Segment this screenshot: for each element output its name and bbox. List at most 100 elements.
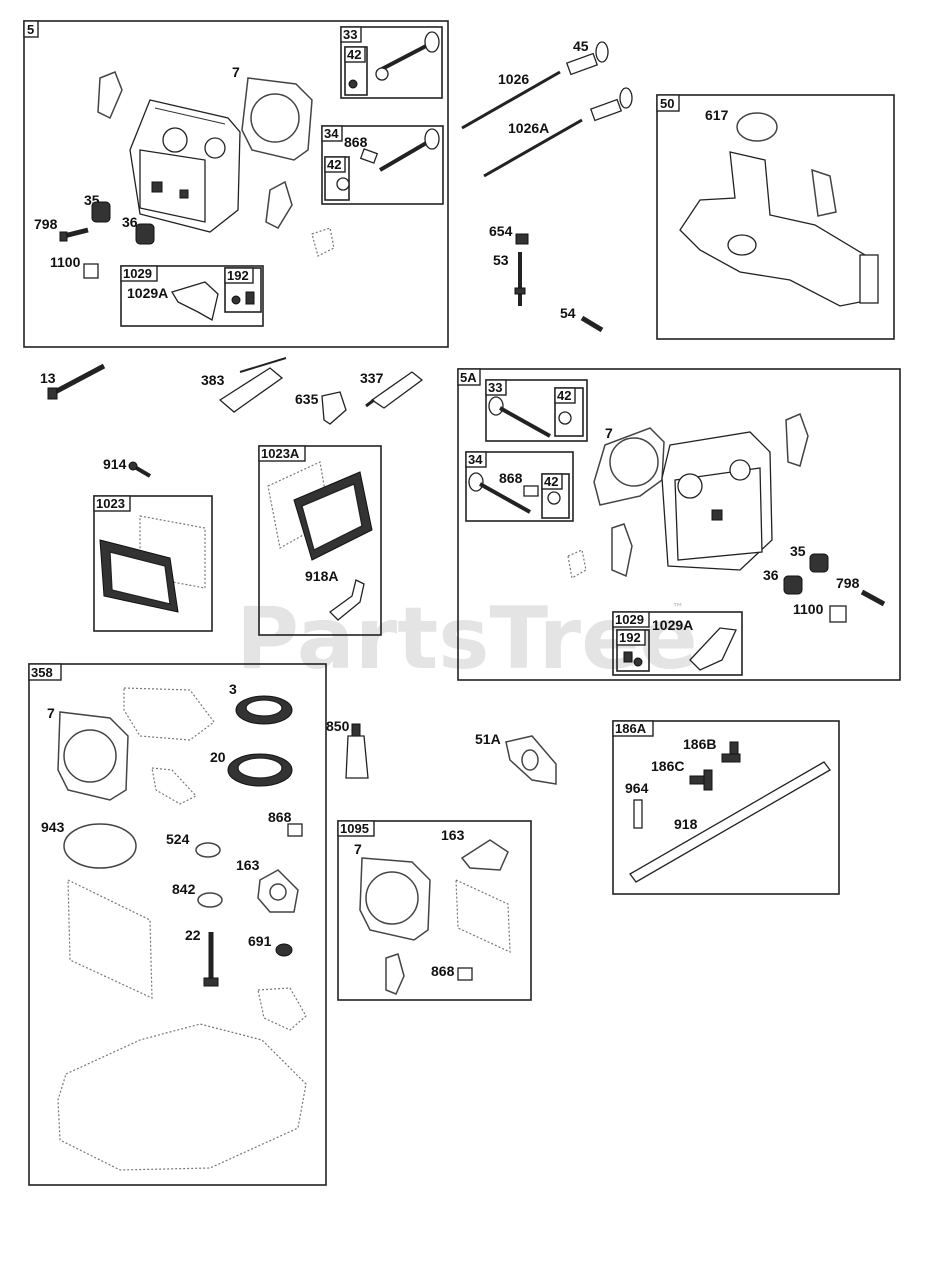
intake-manifold-part bbox=[679, 151, 879, 307]
box-358-tag: 358 bbox=[31, 665, 53, 680]
label-186B: 186B bbox=[683, 736, 716, 752]
elbow-fitting-part bbox=[721, 741, 741, 763]
sealant-tube-part bbox=[345, 723, 369, 779]
crankcase-gasket-part bbox=[57, 1023, 307, 1171]
valve-spring-part bbox=[91, 201, 111, 223]
valve-cover-part bbox=[99, 539, 179, 613]
box-5: 5 33 42 34 868 42 bbox=[23, 20, 449, 348]
box-1095-tag: 1095 bbox=[340, 821, 369, 836]
box-186A: 186A 186B 186C 964 918 bbox=[612, 720, 840, 895]
label-3: 3 bbox=[229, 681, 237, 697]
box-1023: 1023 bbox=[93, 495, 213, 632]
dowel-part bbox=[287, 823, 303, 837]
bolt-part bbox=[580, 315, 604, 333]
box-358: 358 3 7 20 943 868 524 163 842 2 bbox=[28, 663, 327, 1186]
gasket-part bbox=[257, 987, 307, 1031]
gasket-part bbox=[460, 839, 509, 871]
oring-part bbox=[63, 823, 137, 869]
box-50: 50 617 bbox=[656, 94, 895, 340]
clip-part bbox=[83, 263, 99, 279]
box-5-tag: 5 bbox=[27, 22, 34, 37]
label-13: 13 bbox=[40, 370, 56, 386]
box-1029-tag: 1029 bbox=[615, 612, 644, 627]
exhaust-gasket-part bbox=[265, 180, 293, 229]
label-163: 163 bbox=[441, 827, 465, 843]
pushrod-part bbox=[483, 118, 583, 178]
label-20: 20 bbox=[210, 749, 226, 765]
oring-part bbox=[195, 842, 221, 858]
valve-spring-part bbox=[135, 223, 155, 245]
plug-part bbox=[633, 799, 643, 829]
label-868: 868 bbox=[344, 134, 368, 150]
bracket-part bbox=[218, 357, 287, 413]
head-gasket-part bbox=[241, 77, 313, 161]
cylinder-head-part bbox=[129, 99, 241, 233]
label-943: 943 bbox=[41, 819, 65, 835]
box-1023A-tag: 1023A bbox=[261, 446, 300, 461]
gasket-part bbox=[785, 412, 809, 467]
label-51A: 51A bbox=[475, 731, 501, 747]
box-33-tag: 33 bbox=[343, 27, 357, 42]
label-850: 850 bbox=[326, 718, 350, 734]
gasket-part bbox=[611, 523, 633, 578]
watermark-tm: ™ bbox=[672, 601, 684, 615]
seal-part bbox=[275, 943, 293, 957]
bolt-part bbox=[860, 589, 886, 607]
elbow-fitting-part bbox=[689, 769, 713, 791]
bolt-part bbox=[203, 932, 219, 987]
label-918: 918 bbox=[674, 816, 698, 832]
box-42-tag: 42 bbox=[544, 474, 558, 489]
rocker-arm-part bbox=[623, 627, 737, 671]
valve-part bbox=[589, 87, 633, 122]
valve-part bbox=[488, 396, 572, 438]
label-36: 36 bbox=[122, 214, 138, 230]
label-36: 36 bbox=[763, 567, 779, 583]
pushrod-part bbox=[461, 70, 561, 130]
label-798: 798 bbox=[836, 575, 860, 591]
label-1026: 1026 bbox=[498, 71, 529, 87]
oil-seal-part bbox=[227, 753, 293, 787]
box-50-tag: 50 bbox=[660, 96, 674, 111]
gasket-part bbox=[505, 735, 557, 785]
head-gasket-part bbox=[593, 427, 665, 506]
clip-part bbox=[829, 605, 847, 623]
box-1029-tag: 1029 bbox=[123, 266, 152, 281]
label-383: 383 bbox=[201, 372, 225, 388]
label-842: 842 bbox=[172, 881, 196, 897]
valve-cover-part bbox=[293, 471, 373, 561]
label-163: 163 bbox=[236, 857, 260, 873]
intake-gasket-part bbox=[97, 71, 123, 120]
label-1029A: 1029A bbox=[652, 617, 693, 633]
label-635: 635 bbox=[295, 391, 319, 407]
head-gasket-part bbox=[57, 711, 129, 801]
label-1100: 1100 bbox=[793, 601, 824, 617]
valve-spring-part bbox=[809, 553, 829, 573]
label-54: 54 bbox=[560, 305, 576, 321]
gasket-part bbox=[67, 879, 153, 999]
label-7: 7 bbox=[605, 425, 613, 441]
gasket-part bbox=[811, 168, 837, 217]
valve-part bbox=[468, 472, 561, 514]
label-186C: 186C bbox=[651, 758, 684, 774]
label-964: 964 bbox=[625, 780, 649, 796]
gasket-part bbox=[151, 767, 197, 805]
label-7: 7 bbox=[232, 64, 240, 80]
valve-part bbox=[565, 41, 609, 76]
valve-part bbox=[336, 128, 440, 191]
seal-part bbox=[567, 549, 587, 579]
label-617: 617 bbox=[705, 107, 729, 123]
box-33-tag: 33 bbox=[488, 380, 502, 395]
box-186A-tag: 186A bbox=[615, 721, 647, 736]
oring-part bbox=[197, 892, 223, 908]
label-691: 691 bbox=[248, 933, 272, 949]
label-35: 35 bbox=[790, 543, 806, 559]
box-192-tag: 192 bbox=[227, 268, 249, 283]
box-1023A: 1023A 918A bbox=[258, 445, 382, 636]
box-5A-tag: 5A bbox=[460, 370, 477, 385]
box-5A: 5A 33 42 34 868 42 7 bbox=[457, 368, 901, 681]
bolt-part bbox=[47, 363, 106, 400]
dowel-part bbox=[457, 967, 473, 981]
label-654: 654 bbox=[489, 223, 513, 239]
label-337: 337 bbox=[360, 370, 384, 386]
